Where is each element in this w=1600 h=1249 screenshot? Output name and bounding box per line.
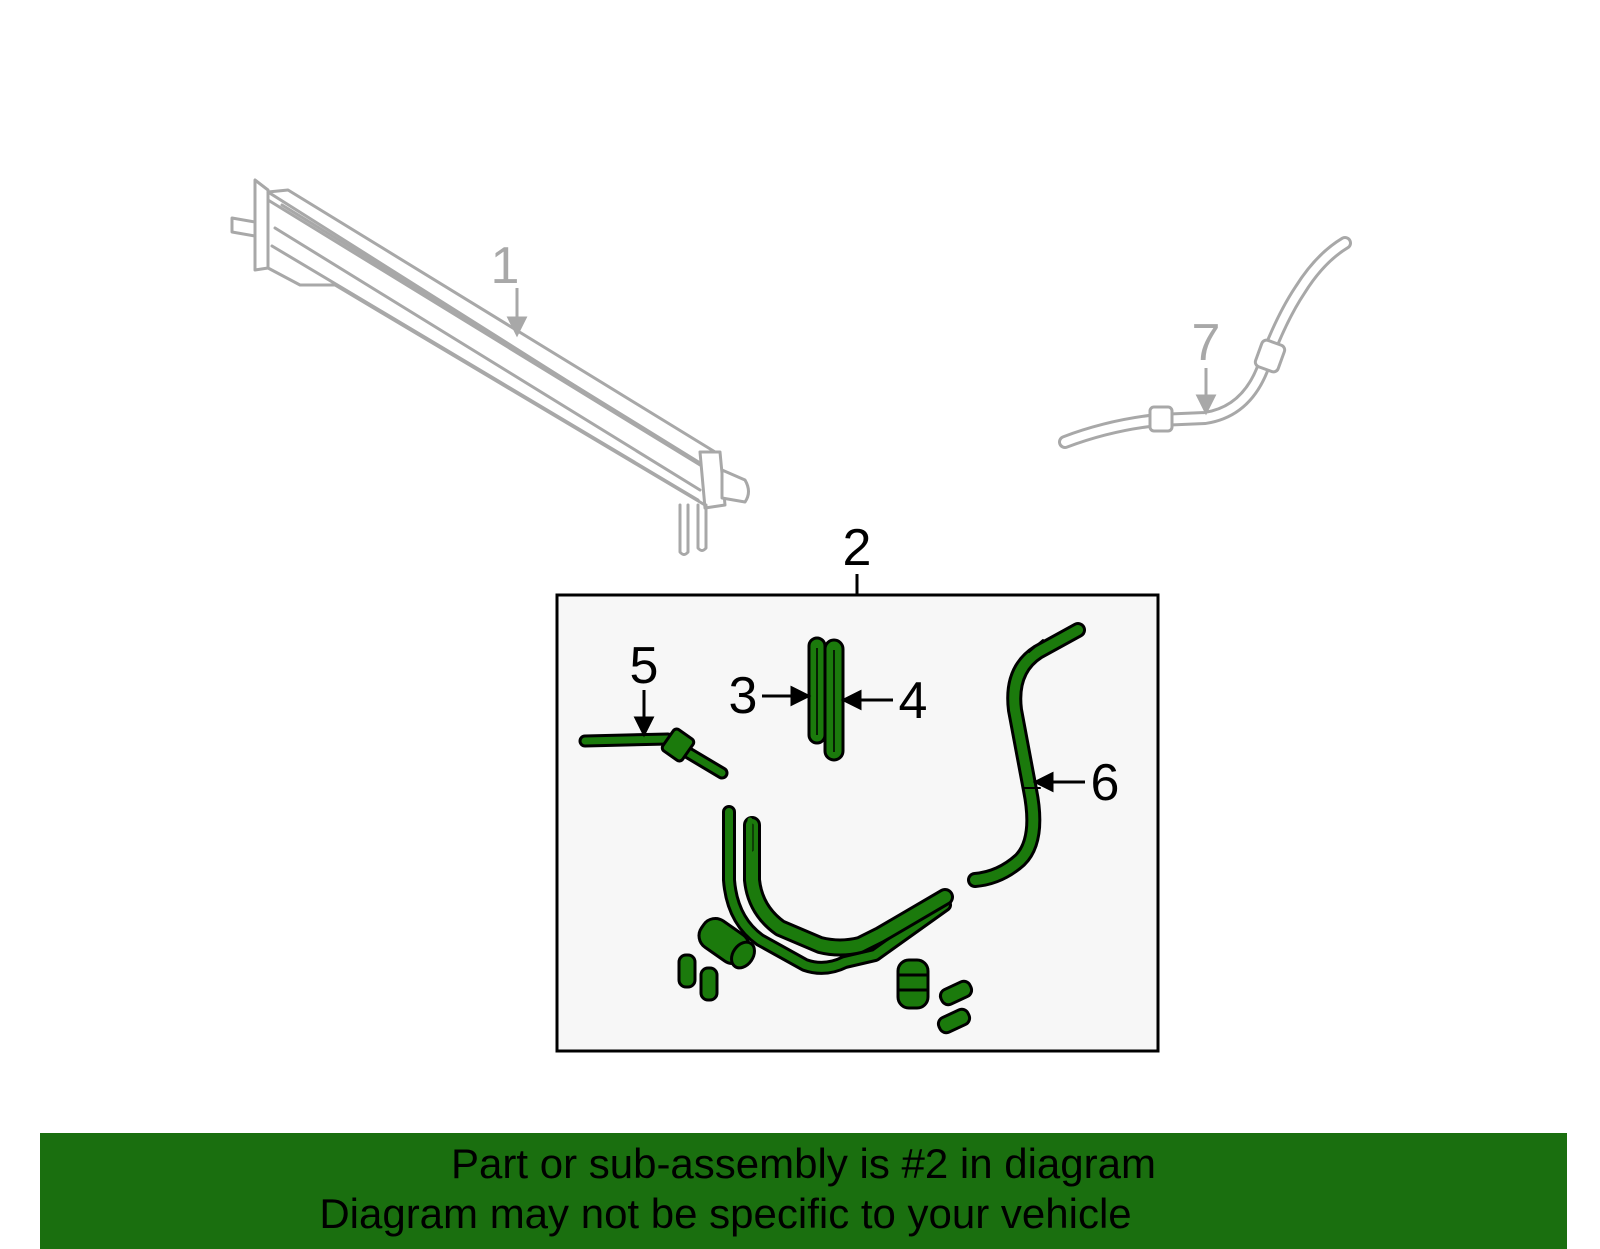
callout-5: 5: [630, 637, 659, 695]
callout-5-arrow: [633, 690, 655, 738]
callout-1: 1: [491, 237, 520, 295]
cooler-return-hose-icon: [967, 622, 1086, 888]
callout-2: 2: [843, 519, 872, 577]
oil-cooler-icon: [230, 178, 750, 556]
sub-assembly-box: [555, 593, 1160, 1053]
tube-assembly-main-icon: [722, 805, 954, 975]
callout-4: 4: [899, 672, 928, 730]
callout-3-arrow: [762, 685, 812, 707]
callout-4-arrow: [840, 689, 893, 711]
cooler-hose-icon: [1058, 236, 1352, 449]
clamp-icon: [677, 916, 974, 1035]
seal-ring-icon: [807, 636, 845, 762]
callout-6-arrow: [1032, 771, 1085, 793]
banner-line-1: Part or sub-assembly is #2 in diagram: [451, 1140, 1156, 1187]
callout-6: 6: [1091, 754, 1120, 812]
info-banner: Part or sub-assembly is #2 in diagram Di…: [40, 1133, 1567, 1249]
banner-line-2: Diagram may not be specific to your vehi…: [319, 1190, 1132, 1237]
tube-assembly-icon: [578, 727, 729, 780]
callout-7-arrow: [1195, 368, 1217, 416]
callout-7: 7: [1192, 314, 1221, 372]
callout-3: 3: [729, 667, 758, 725]
callout-1-arrow: [506, 288, 528, 338]
